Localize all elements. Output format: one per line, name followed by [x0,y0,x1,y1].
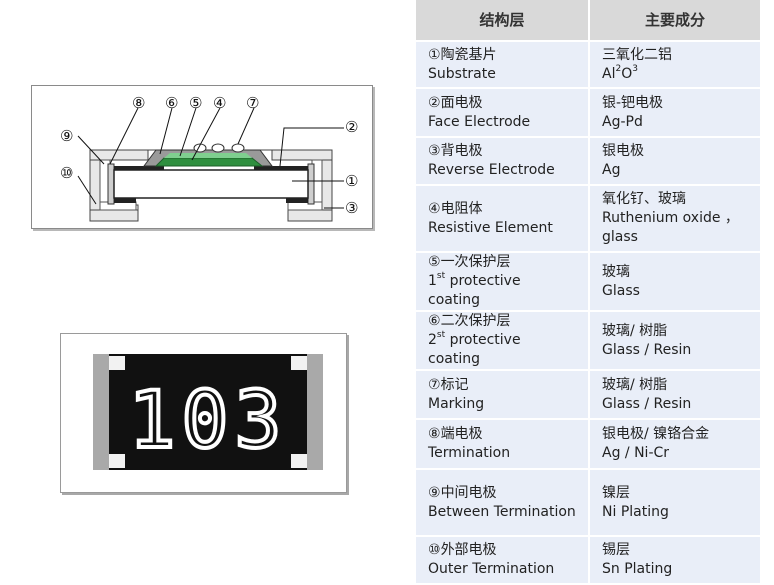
leader-lines [77,107,344,209]
termination-pad [291,454,307,468]
outer-termination-left-top [89,149,149,161]
termination-pad [109,356,125,370]
face-electrode-left [114,166,164,170]
callout-3: ③ [345,199,358,217]
face-electrode-right [254,166,308,170]
callout-4: ④ [213,94,226,112]
resistor-chip-svg: 103 [61,334,346,492]
outer-termination-left-foot [89,209,139,222]
resistive-element [154,157,264,167]
termination-left [107,163,115,205]
header-structure: 结构层 [416,0,590,42]
ceramic-substrate [113,169,309,199]
ni-layer-left-foot [99,201,137,211]
chip-marking: 103 [129,376,288,466]
callout-9: ⑨ [60,127,73,145]
termination-pad [109,454,125,468]
outer-termination-right-top [271,149,333,161]
resistor-chip-photo: 103 [60,333,347,493]
termination-right [307,163,315,205]
termination-pad [291,356,307,370]
callout-8: ⑧ [132,94,145,112]
ni-layer-right-foot [287,201,323,211]
callout-2: ② [345,118,358,136]
table-header-row: 结构层 主要成分 [416,0,760,42]
outer-termination-right-foot [287,209,333,222]
callout-5: ⑤ [189,94,202,112]
marking-bump [231,143,245,153]
reverse-electrode-right [286,198,308,203]
chip-coating [109,354,307,470]
first-coating [164,153,252,158]
callout-1: ① [345,172,358,190]
cross-section-svg: ⑧ ⑥ ⑤ ④ ⑦ ② ⑨ ⑩ ① ③ [60,94,358,222]
callout-10: ⑩ [60,164,73,182]
marking-bump [211,143,225,153]
callout-6: ⑥ [165,94,178,112]
callout-7: ⑦ [246,94,259,112]
cross-section-diagram: ⑧ ⑥ ⑤ ④ ⑦ ② ⑨ ⑩ ① ③ [31,85,373,229]
header-composition: 主要成分 [590,0,760,42]
reverse-electrode-left [114,198,136,203]
